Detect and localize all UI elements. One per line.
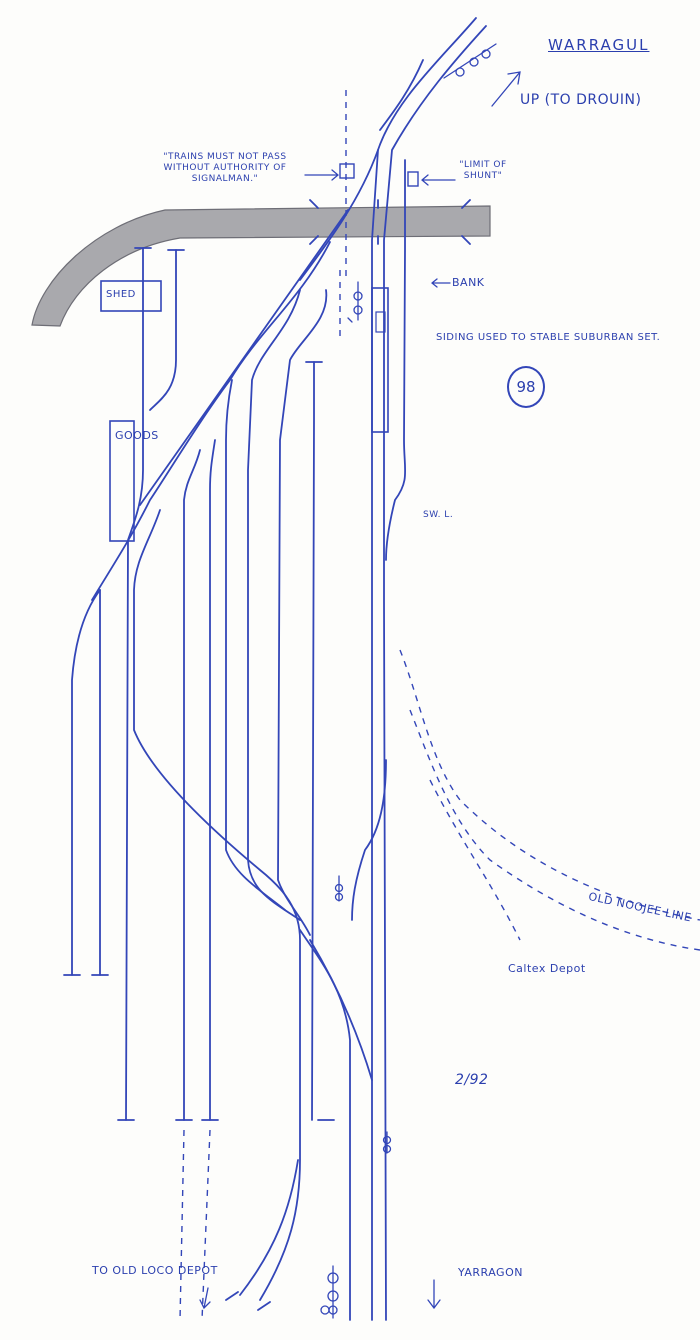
old-noojee-line-1: [399, 649, 700, 921]
yard-road-5: [209, 439, 216, 1121]
arrow-old-loco-depot: [199, 1287, 211, 1310]
siding-shed: [125, 247, 144, 1121]
crossover-north: [379, 59, 424, 131]
down-direction-label: YARRAGON: [458, 1266, 523, 1279]
east-siding: [385, 159, 407, 561]
page-number-circle: 98: [507, 366, 545, 408]
station-title: WARRAGUL: [548, 36, 650, 54]
yard-road-centre: [311, 361, 315, 1121]
signal-platform: [347, 281, 363, 323]
bank-label: BANK: [452, 276, 485, 289]
signal-south-1: [334, 875, 344, 902]
goods-label: GOODS: [115, 429, 159, 442]
siding-w1: [71, 589, 101, 976]
date-label: 2/92: [455, 1072, 489, 1088]
goods-shed-building: [109, 420, 135, 542]
shed-building: [100, 280, 162, 312]
yard-road-4: [183, 449, 201, 1121]
arrow-limit-of-shunt: [420, 174, 456, 186]
yard-road-1: [247, 289, 301, 921]
page-number: 98: [516, 378, 536, 396]
arrow-trains-must-not-pass: [304, 169, 340, 181]
limit-of-shunt-board: [407, 171, 419, 187]
buffer-stops: [63, 247, 335, 1311]
swl-label: SW. L.: [423, 510, 454, 520]
signal-south-3: [320, 1265, 339, 1319]
old-loco-depot-line-1: [179, 1129, 185, 1321]
yard-ladder-diagonal-2: [91, 241, 331, 601]
arrow-up-direction: [491, 71, 521, 107]
yard-road-9: [309, 939, 373, 1081]
signal-north: [443, 43, 497, 79]
bridge-parapet: [309, 199, 471, 245]
caltex-depot-line: [429, 779, 521, 941]
yard-road-6: [133, 509, 301, 1301]
stabled-car: [375, 311, 386, 333]
siding-goods: [149, 249, 177, 411]
main-line-down: [383, 25, 487, 1321]
up-direction-label: UP (TO DROUIN): [520, 92, 642, 108]
yard-ladder-diagonal: [139, 209, 349, 506]
signal-south-2: [382, 1131, 392, 1154]
signal-box-indicator: [339, 163, 355, 179]
yard-road-8: [299, 929, 351, 1321]
yard-road-7: [239, 1159, 299, 1296]
trains-must-not-pass-note: "TRAINS MUST NOT PASS WITHOUT AUTHORITY …: [163, 152, 287, 184]
yard-road-3: [225, 379, 286, 911]
shed-label: SHED: [106, 289, 136, 300]
platform-stabled-set: [371, 287, 389, 433]
main-branch-to-yard: [299, 149, 379, 281]
caltex-depot-label: Caltex Depot: [508, 962, 586, 975]
old-noojee-line-2: [409, 709, 700, 951]
yard-road-2: [277, 289, 328, 936]
old-loco-depot-label: TO OLD LOCO DEPOT: [92, 1264, 218, 1277]
old-loco-depot-line-2: [201, 1129, 211, 1321]
siding-note: SIDING USED TO STABLE SUBURBAN SET.: [436, 332, 661, 343]
road-overbridge: [31, 205, 491, 327]
limit-of-shunt-note: "LIMIT OF SHUNT": [459, 160, 507, 181]
east-loop: [351, 759, 387, 921]
arrow-down-direction: [427, 1279, 441, 1310]
arrow-bank: [430, 278, 451, 288]
